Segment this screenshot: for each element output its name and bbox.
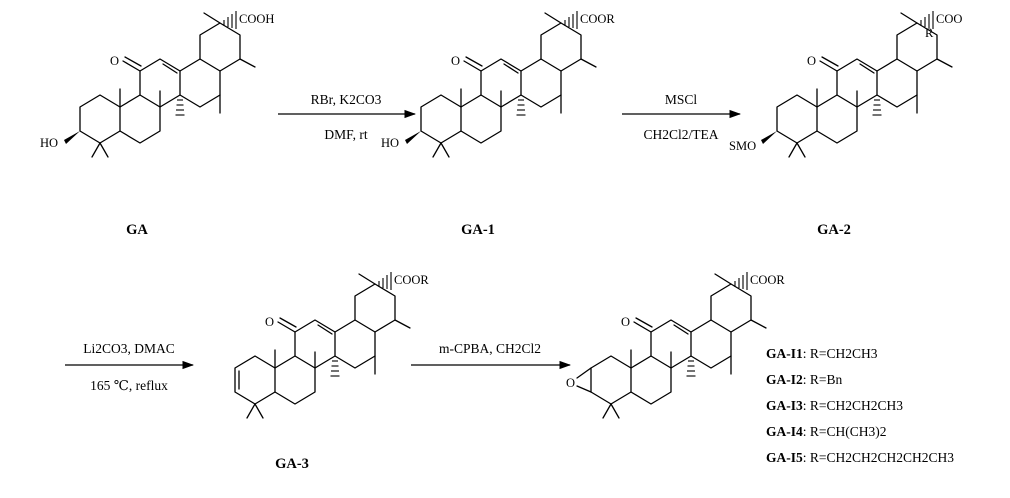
carbonyl-oxygen-label: O (265, 315, 274, 329)
carbonyl-oxygen-label: O (110, 54, 119, 68)
carbonyl-oxygen-label: O (451, 54, 460, 68)
ester-group-label: COOR (580, 12, 615, 26)
epoxide-oxygen-label: O (566, 376, 575, 390)
legend-entry-1: GA-I1: R=CH2CH3 (766, 346, 878, 361)
compound-label-ga-2: GA-2 (817, 222, 851, 238)
compound-label-ga: GA (126, 222, 148, 238)
compound-label-ga-1: GA-1 (461, 222, 495, 238)
hydroxyl-label: HO (40, 136, 58, 150)
ester-r-label: R (925, 26, 934, 40)
reaction-arrow-3: Li2CO3, DMAC 165 ℃, reflux (65, 341, 195, 393)
ester-group-label: COO (936, 12, 962, 26)
legend-entry-4: GA-I4: R=CH(CH3)2 (766, 424, 887, 439)
hydroxyl-label: HO (381, 136, 399, 150)
conditions-step-1: DMF, rt (324, 127, 367, 142)
legend-entry-3: GA-I3: R=CH2CH2CH3 (766, 398, 903, 413)
reagents-step-4: m-CPBA, CH2Cl2 (439, 341, 541, 356)
r-group-legend: GA-I1: R=CH2CH3 GA-I2: R=Bn GA-I3: R=CH2… (766, 346, 954, 465)
compound-ga-1: HO O COOR (381, 10, 615, 158)
reaction-arrow-4: m-CPBA, CH2Cl2 (411, 341, 572, 370)
reagents-step-3: Li2CO3, DMAC (83, 341, 175, 356)
reaction-arrow-2: MSCl CH2Cl2/TEA (622, 92, 742, 142)
ester-group-label: COOR (394, 273, 429, 287)
compound-ga-i: O O COOR (566, 271, 785, 419)
conditions-step-3: 165 ℃, reflux (90, 378, 168, 393)
reaction-arrow-1: RBr, K2CO3 DMF, rt (278, 92, 417, 142)
acid-group-label: COOH (239, 12, 274, 26)
mesylate-label: SMO (729, 139, 756, 153)
compound-ga-2: SMO O COO R (729, 10, 962, 158)
carbonyl-oxygen-label: O (807, 54, 816, 68)
reagents-step-1: RBr, K2CO3 (311, 92, 382, 107)
legend-entry-5: GA-I5: R=CH2CH2CH2CH2CH3 (766, 450, 954, 465)
reagents-step-2: MSCl (665, 92, 698, 107)
compound-ga: HO O COOH (40, 10, 274, 158)
compound-ga-3: O COOR (234, 271, 429, 419)
legend-entry-2: GA-I2: R=Bn (766, 372, 843, 387)
carbonyl-oxygen-label: O (621, 315, 630, 329)
conditions-step-2: CH2Cl2/TEA (643, 127, 718, 142)
ester-group-label: COOR (750, 273, 785, 287)
compound-label-ga-3: GA-3 (275, 456, 309, 472)
